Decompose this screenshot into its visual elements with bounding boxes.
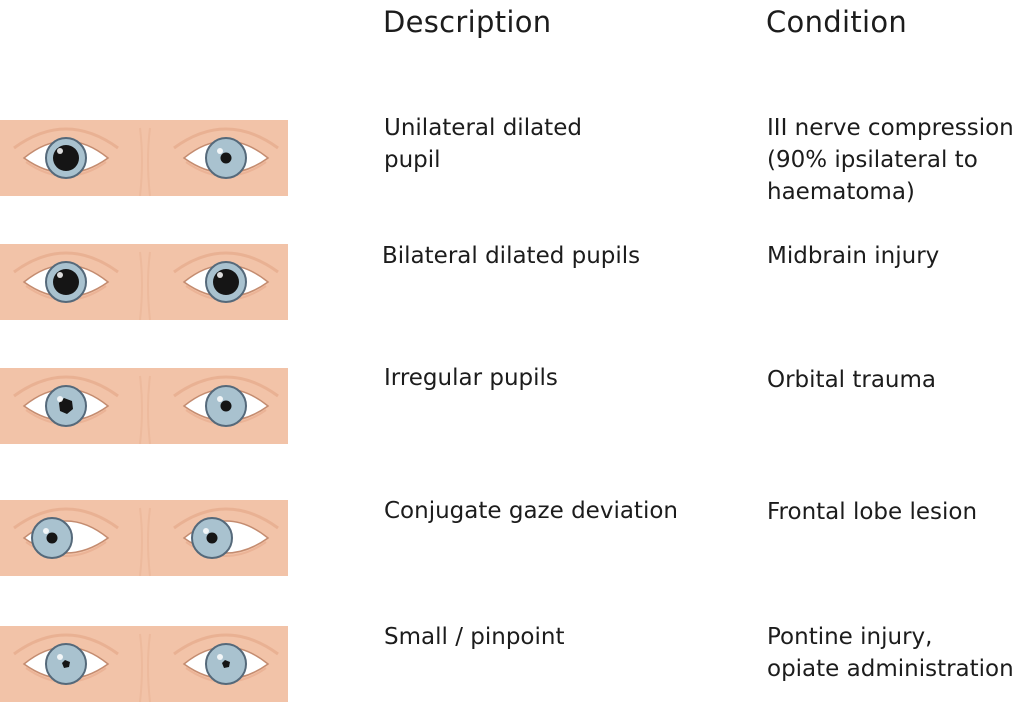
eyes-illustration: [0, 368, 288, 444]
pupil: [53, 145, 79, 171]
pupil: [59, 398, 73, 414]
row-description: Small / pinpoint: [384, 624, 565, 650]
row-condition: Frontal lobe lesion: [767, 499, 978, 525]
row-description: Irregular pupils: [384, 365, 558, 391]
eyes-illustration: [0, 244, 288, 320]
left-eye: [13, 633, 119, 685]
right-eye: [173, 507, 279, 559]
right-eye: [173, 251, 279, 303]
condition-header: Condition: [766, 5, 908, 39]
row-condition: Pontine injury, opiate administration: [767, 624, 1014, 682]
right-eye: [173, 127, 279, 179]
row-condition: III nerve compression (90% ipsilateral t…: [767, 115, 1014, 205]
left-eye: [13, 507, 119, 559]
pupil: [53, 269, 79, 295]
pupil: [46, 532, 58, 544]
row-description: Conjugate gaze deviation: [384, 498, 678, 524]
row-description: Unilateral dilated pupil: [384, 115, 582, 173]
pupil: [222, 660, 230, 668]
left-eye: [13, 127, 119, 179]
row-condition: Midbrain injury: [767, 243, 940, 269]
eyes-illustration: [0, 120, 288, 196]
pupil: [213, 269, 239, 295]
row-condition: Orbital trauma: [767, 367, 937, 393]
pupil: [206, 532, 218, 544]
eyes-illustration: [0, 626, 288, 702]
row-description: Bilateral dilated pupils: [382, 243, 641, 269]
pupil: [220, 152, 232, 164]
pupil: [220, 400, 232, 412]
left-eye: [13, 251, 119, 303]
left-eye: [13, 375, 119, 427]
eyes-illustration: [0, 500, 288, 576]
right-eye: [173, 633, 279, 685]
right-eye: [173, 375, 279, 427]
pupil: [62, 660, 70, 668]
description-header: Description: [383, 5, 552, 39]
